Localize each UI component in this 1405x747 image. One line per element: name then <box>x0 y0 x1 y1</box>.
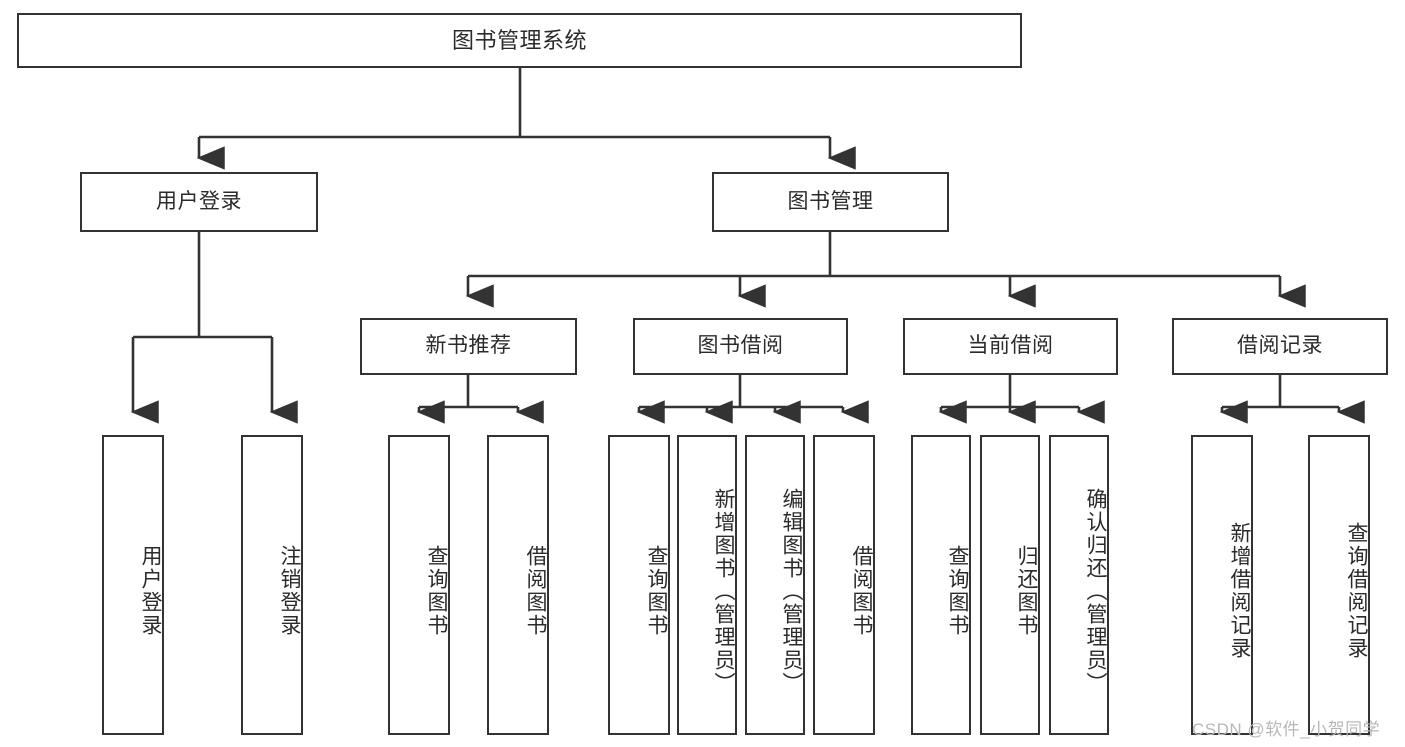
node-book-borrow[interactable]: 图书借阅 <box>633 318 848 375</box>
node-current-borrow[interactable]: 当前借阅 <box>903 318 1118 375</box>
csdn-watermark: CSDN @软件_小贺同学 <box>1192 720 1381 739</box>
leaf-confirm-return[interactable]: 确认归还（管理员） <box>1049 435 1109 735</box>
leaf-edit-book[interactable]: 编辑图书（管理员） <box>745 435 805 735</box>
node-new-book-recommend[interactable]: 新书推荐 <box>360 318 577 375</box>
node-root-system[interactable]: 图书管理系统 <box>17 13 1022 68</box>
node-label: 图书管理 <box>787 189 874 213</box>
leaf-return-book[interactable]: 归还图书 <box>980 435 1040 735</box>
node-label: 查询图书 <box>425 545 448 637</box>
leaf-query-borrow-record[interactable]: 查询借阅记录 <box>1308 435 1370 735</box>
leaf-add-book[interactable]: 新增图书（管理员） <box>677 435 737 735</box>
node-label: 编辑图书（管理员） <box>780 487 803 695</box>
leaf-query-book-recommend[interactable]: 查询图书 <box>388 435 450 735</box>
node-label: 新增图书（管理员） <box>712 487 735 695</box>
node-label: 确认归还（管理员） <box>1084 487 1107 695</box>
node-label: 注销登录 <box>278 545 301 637</box>
leaf-user-login[interactable]: 用户登录 <box>102 435 164 735</box>
node-label: 图书管理系统 <box>451 27 587 53</box>
node-label: 借阅图书 <box>524 545 547 637</box>
node-label: 借阅图书 <box>850 545 873 637</box>
leaf-borrow-book[interactable]: 借阅图书 <box>813 435 875 735</box>
leaf-add-borrow-record[interactable]: 新增借阅记录 <box>1191 435 1253 735</box>
node-label: 查询图书 <box>645 545 668 637</box>
node-label: 新书推荐 <box>425 334 512 358</box>
node-label: 用户登录 <box>139 545 162 637</box>
node-label: 归还图书 <box>1015 545 1038 637</box>
leaf-logout-login[interactable]: 注销登录 <box>241 435 303 735</box>
leaf-borrow-book-recommend[interactable]: 借阅图书 <box>487 435 549 735</box>
node-label: 查询借阅记录 <box>1345 522 1368 660</box>
node-label: 新增借阅记录 <box>1228 522 1251 660</box>
node-user-login[interactable]: 用户登录 <box>80 172 318 232</box>
leaf-query-book-current[interactable]: 查询图书 <box>911 435 971 735</box>
node-book-management[interactable]: 图书管理 <box>712 172 949 232</box>
node-label: 借阅记录 <box>1237 334 1323 358</box>
node-label: 查询图书 <box>946 545 969 637</box>
node-label: 当前借阅 <box>967 334 1054 358</box>
node-label: 用户登录 <box>156 189 242 213</box>
node-label: 图书借阅 <box>697 334 784 358</box>
node-borrow-record[interactable]: 借阅记录 <box>1172 318 1388 375</box>
leaf-query-book-borrow[interactable]: 查询图书 <box>608 435 670 735</box>
